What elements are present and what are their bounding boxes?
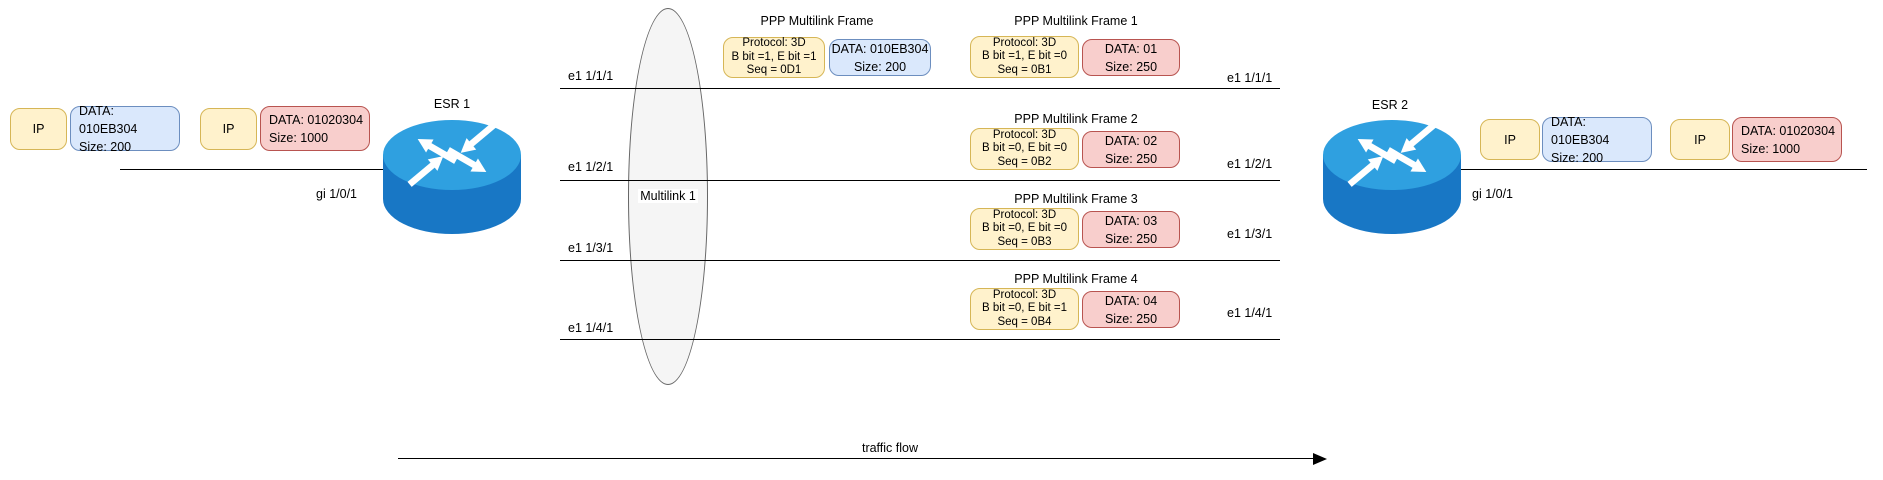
data-label: DATA: 01020304 — [269, 112, 364, 127]
data-label: DATA: 02 — [1104, 133, 1158, 148]
size-label: Size: 200 — [853, 59, 907, 74]
e1-right-label-4: e1 1/4/1 — [1227, 306, 1273, 320]
size-label: Size: 250 — [1104, 151, 1158, 166]
e1-left-label-4: e1 1/4/1 — [568, 321, 614, 335]
data-label: DATA: 03 — [1104, 213, 1158, 228]
e1-line-2 — [560, 180, 1280, 182]
size-label: Size: 250 — [1104, 311, 1158, 326]
frame2-header-box: Protocol: 3D B bit =0, E bit =0 Seq = 0B… — [970, 128, 1079, 170]
traffic-flow-arrowhead-icon — [1313, 453, 1327, 465]
frame3-title: PPP Multilink Frame 3 — [1014, 192, 1138, 206]
data-label: DATA: 010EB304 — [1551, 114, 1610, 147]
protocol-label: Protocol: 3D — [992, 288, 1057, 301]
ip-label: IP — [222, 122, 235, 136]
bits-label: B bit =0, E bit =1 — [981, 302, 1068, 315]
e1-left-label-1: e1 1/1/1 — [568, 69, 614, 83]
router-esr2-icon — [1323, 120, 1461, 234]
ip-label: IP — [1504, 132, 1516, 147]
left-packet2-data-box: DATA: 01020304 Size: 1000 — [260, 106, 370, 151]
frame2-data-box: DATA: 02 Size: 250 — [1082, 131, 1180, 168]
left-packet1-ip-box: IP — [10, 108, 67, 150]
protocol-label: Protocol: 3D — [992, 208, 1057, 221]
bits-label: B bit =1, E bit =1 — [731, 50, 817, 63]
left-packet2-ip-box: IP — [200, 108, 257, 150]
left-packet1-data-box: DATA: 010EB304 Size: 200 — [70, 104, 180, 154]
right-packet2-ip-box: IP — [1670, 119, 1730, 160]
data-label: DATA: 04 — [1104, 293, 1158, 308]
top-frame-header-box: Protocol: 3D B bit =1, E bit =1 Seq = 0D… — [723, 37, 825, 78]
right-packet2-data-box: DATA: 01020304 Size: 1000 — [1732, 117, 1842, 162]
size-label: Size: 1000 — [269, 130, 329, 145]
seq-label: Seq = 0B1 — [997, 63, 1052, 76]
e1-line-1 — [560, 88, 1280, 90]
seq-label: Seq = 0B2 — [997, 155, 1052, 168]
e1-line-4 — [560, 339, 1280, 341]
ip-label: IP — [1694, 132, 1706, 147]
e1-left-label-3: e1 1/3/1 — [568, 241, 614, 255]
data-label: DATA: 01020304 — [1741, 123, 1836, 138]
frame4-title: PPP Multilink Frame 4 — [1014, 272, 1138, 286]
frame1-header-box: Protocol: 3D B bit =1, E bit =0 Seq = 0B… — [970, 36, 1079, 78]
e1-left-label-2: e1 1/2/1 — [568, 160, 614, 174]
top-frame-data-box: DATA: 010EB304 Size: 200 — [829, 39, 931, 76]
right-packet1-ip-box: IP — [1480, 119, 1540, 160]
router-esr1-label: ESR 1 — [433, 97, 471, 111]
protocol-label: Protocol: 3D — [742, 37, 806, 50]
frame3-data-box: DATA: 03 Size: 250 — [1082, 211, 1180, 248]
e1-line-3 — [560, 260, 1280, 262]
frame2-title: PPP Multilink Frame 2 — [1014, 112, 1138, 126]
router-esr2-label: ESR 2 — [1371, 98, 1409, 112]
frame3-header-box: Protocol: 3D B bit =0, E bit =0 Seq = 0B… — [970, 208, 1079, 250]
traffic-flow-arrow-line — [398, 458, 1314, 460]
size-label: Size: 1000 — [1741, 141, 1801, 156]
frame4-header-box: Protocol: 3D B bit =0, E bit =1 Seq = 0B… — [970, 288, 1079, 330]
e1-right-label-2: e1 1/2/1 — [1227, 157, 1273, 171]
data-label: DATA: 01 — [1104, 41, 1158, 56]
protocol-label: Protocol: 3D — [992, 128, 1057, 141]
left-port-label: gi 1/0/1 — [316, 187, 358, 201]
ip-label: IP — [32, 122, 45, 136]
right-port-label: gi 1/0/1 — [1472, 187, 1514, 201]
router-esr1-icon — [383, 120, 521, 234]
frame1-title: PPP Multilink Frame 1 — [1014, 14, 1138, 28]
left-access-link-line — [120, 169, 383, 171]
bits-label: B bit =0, E bit =0 — [981, 222, 1068, 235]
frame4-data-box: DATA: 04 Size: 250 — [1082, 291, 1180, 328]
top-frame-title: PPP Multilink Frame — [760, 14, 874, 28]
bits-label: B bit =1, E bit =0 — [981, 50, 1068, 63]
e1-right-label-3: e1 1/3/1 — [1227, 227, 1273, 241]
traffic-flow-label: traffic flow — [861, 441, 919, 455]
data-label: DATA: 010EB304 — [79, 103, 138, 136]
seq-label: Seq = 0B3 — [997, 235, 1052, 248]
frame1-data-box: DATA: 01 Size: 250 — [1082, 39, 1180, 76]
multilink-label: Multilink 1 — [638, 189, 698, 203]
seq-label: Seq = 0D1 — [746, 64, 802, 77]
seq-label: Seq = 0B4 — [997, 315, 1052, 328]
size-label: Size: 250 — [1104, 231, 1158, 246]
size-label: Size: 200 — [1551, 150, 1604, 165]
right-packet1-data-box: DATA: 010EB304 Size: 200 — [1542, 115, 1652, 165]
size-label: Size: 200 — [79, 139, 132, 154]
size-label: Size: 250 — [1104, 59, 1158, 74]
e1-right-label-1: e1 1/1/1 — [1227, 71, 1273, 85]
right-access-link-line — [1461, 169, 1867, 171]
protocol-label: Protocol: 3D — [992, 36, 1057, 49]
data-label: DATA: 010EB304 — [831, 41, 929, 56]
bits-label: B bit =0, E bit =0 — [981, 142, 1068, 155]
